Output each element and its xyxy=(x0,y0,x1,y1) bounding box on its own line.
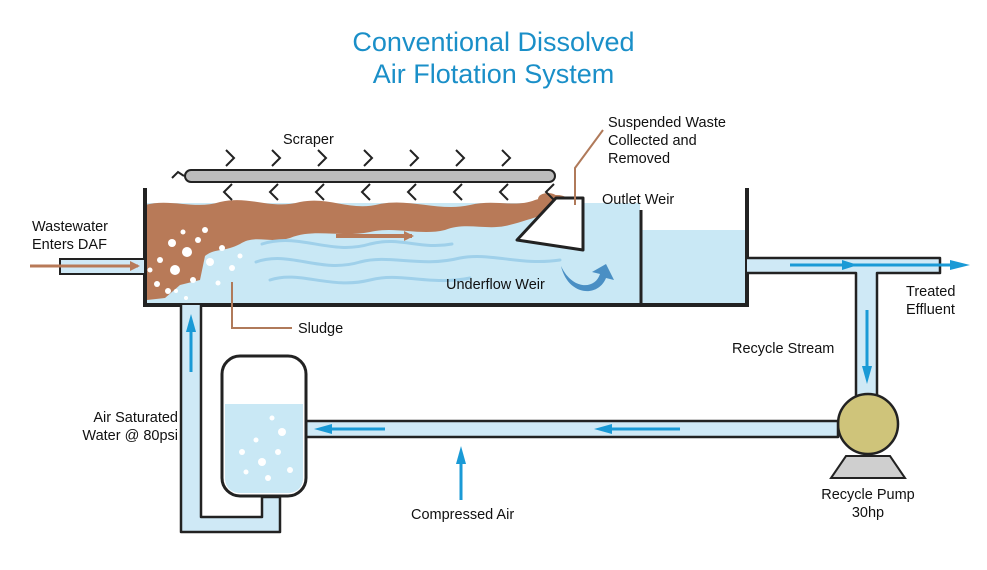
saturator-bubbles xyxy=(239,415,293,481)
wastewater-label: Wastewater Enters DAF xyxy=(32,218,108,254)
scraper-bar xyxy=(184,169,556,183)
title-line-2: Air Flotation System xyxy=(372,59,615,89)
suspended-waste-line-2: Collected and xyxy=(608,133,697,149)
wastewater-line-1: Wastewater xyxy=(32,219,109,235)
air-saturated-line-1: Air Saturated xyxy=(93,410,178,426)
recycle-pump-line-1: Recycle Pump xyxy=(821,487,915,503)
scraper-label: Scraper xyxy=(283,132,334,148)
recycle-pump-line-2: 30hp xyxy=(851,505,885,521)
effluent-recycle-pipe xyxy=(747,256,942,398)
air-bubbles xyxy=(147,227,243,300)
saturator-tank-water xyxy=(225,404,303,493)
underflow-curved-arrow xyxy=(561,264,614,292)
suspended-waste-label: Suspended Waste Collected and Removed xyxy=(608,114,726,168)
sludge-float-layer xyxy=(145,194,568,300)
wastewater-line-2: Enters DAF xyxy=(32,237,107,253)
treated-effluent-line-1: Treated xyxy=(906,284,956,300)
air-saturated-label: Air Saturated Water @ 80psi xyxy=(60,409,178,445)
pump-ball xyxy=(836,392,900,456)
treated-effluent-label: Treated Effluent xyxy=(906,283,955,319)
treated-effluent-line-2: Effluent xyxy=(906,302,955,318)
water-currents xyxy=(254,239,562,285)
sludge-label: Sludge xyxy=(298,321,344,337)
outlet-weir-label: Outlet Weir xyxy=(602,192,675,208)
callout-lines xyxy=(231,129,604,329)
outlet-chamber-water xyxy=(641,230,747,303)
suspended-waste-line-3: Removed xyxy=(608,151,671,167)
scraper-paddles xyxy=(171,149,555,201)
compressed-air-label: Compressed Air xyxy=(411,507,515,523)
pump-base xyxy=(829,455,907,479)
suspended-waste-line-1: Suspended Waste xyxy=(608,115,726,131)
underflow-weir-label: Underflow Weir xyxy=(446,277,545,293)
recycle-pump-label: Recycle Pump 30hp xyxy=(808,486,928,522)
title-line-1: Conventional Dissolved xyxy=(352,27,635,57)
recycle-stream-label: Recycle Stream xyxy=(732,341,835,357)
air-saturated-line-2: Water @ 80psi xyxy=(82,428,178,444)
flow-arrows xyxy=(186,260,970,500)
tank-outline xyxy=(143,188,749,307)
